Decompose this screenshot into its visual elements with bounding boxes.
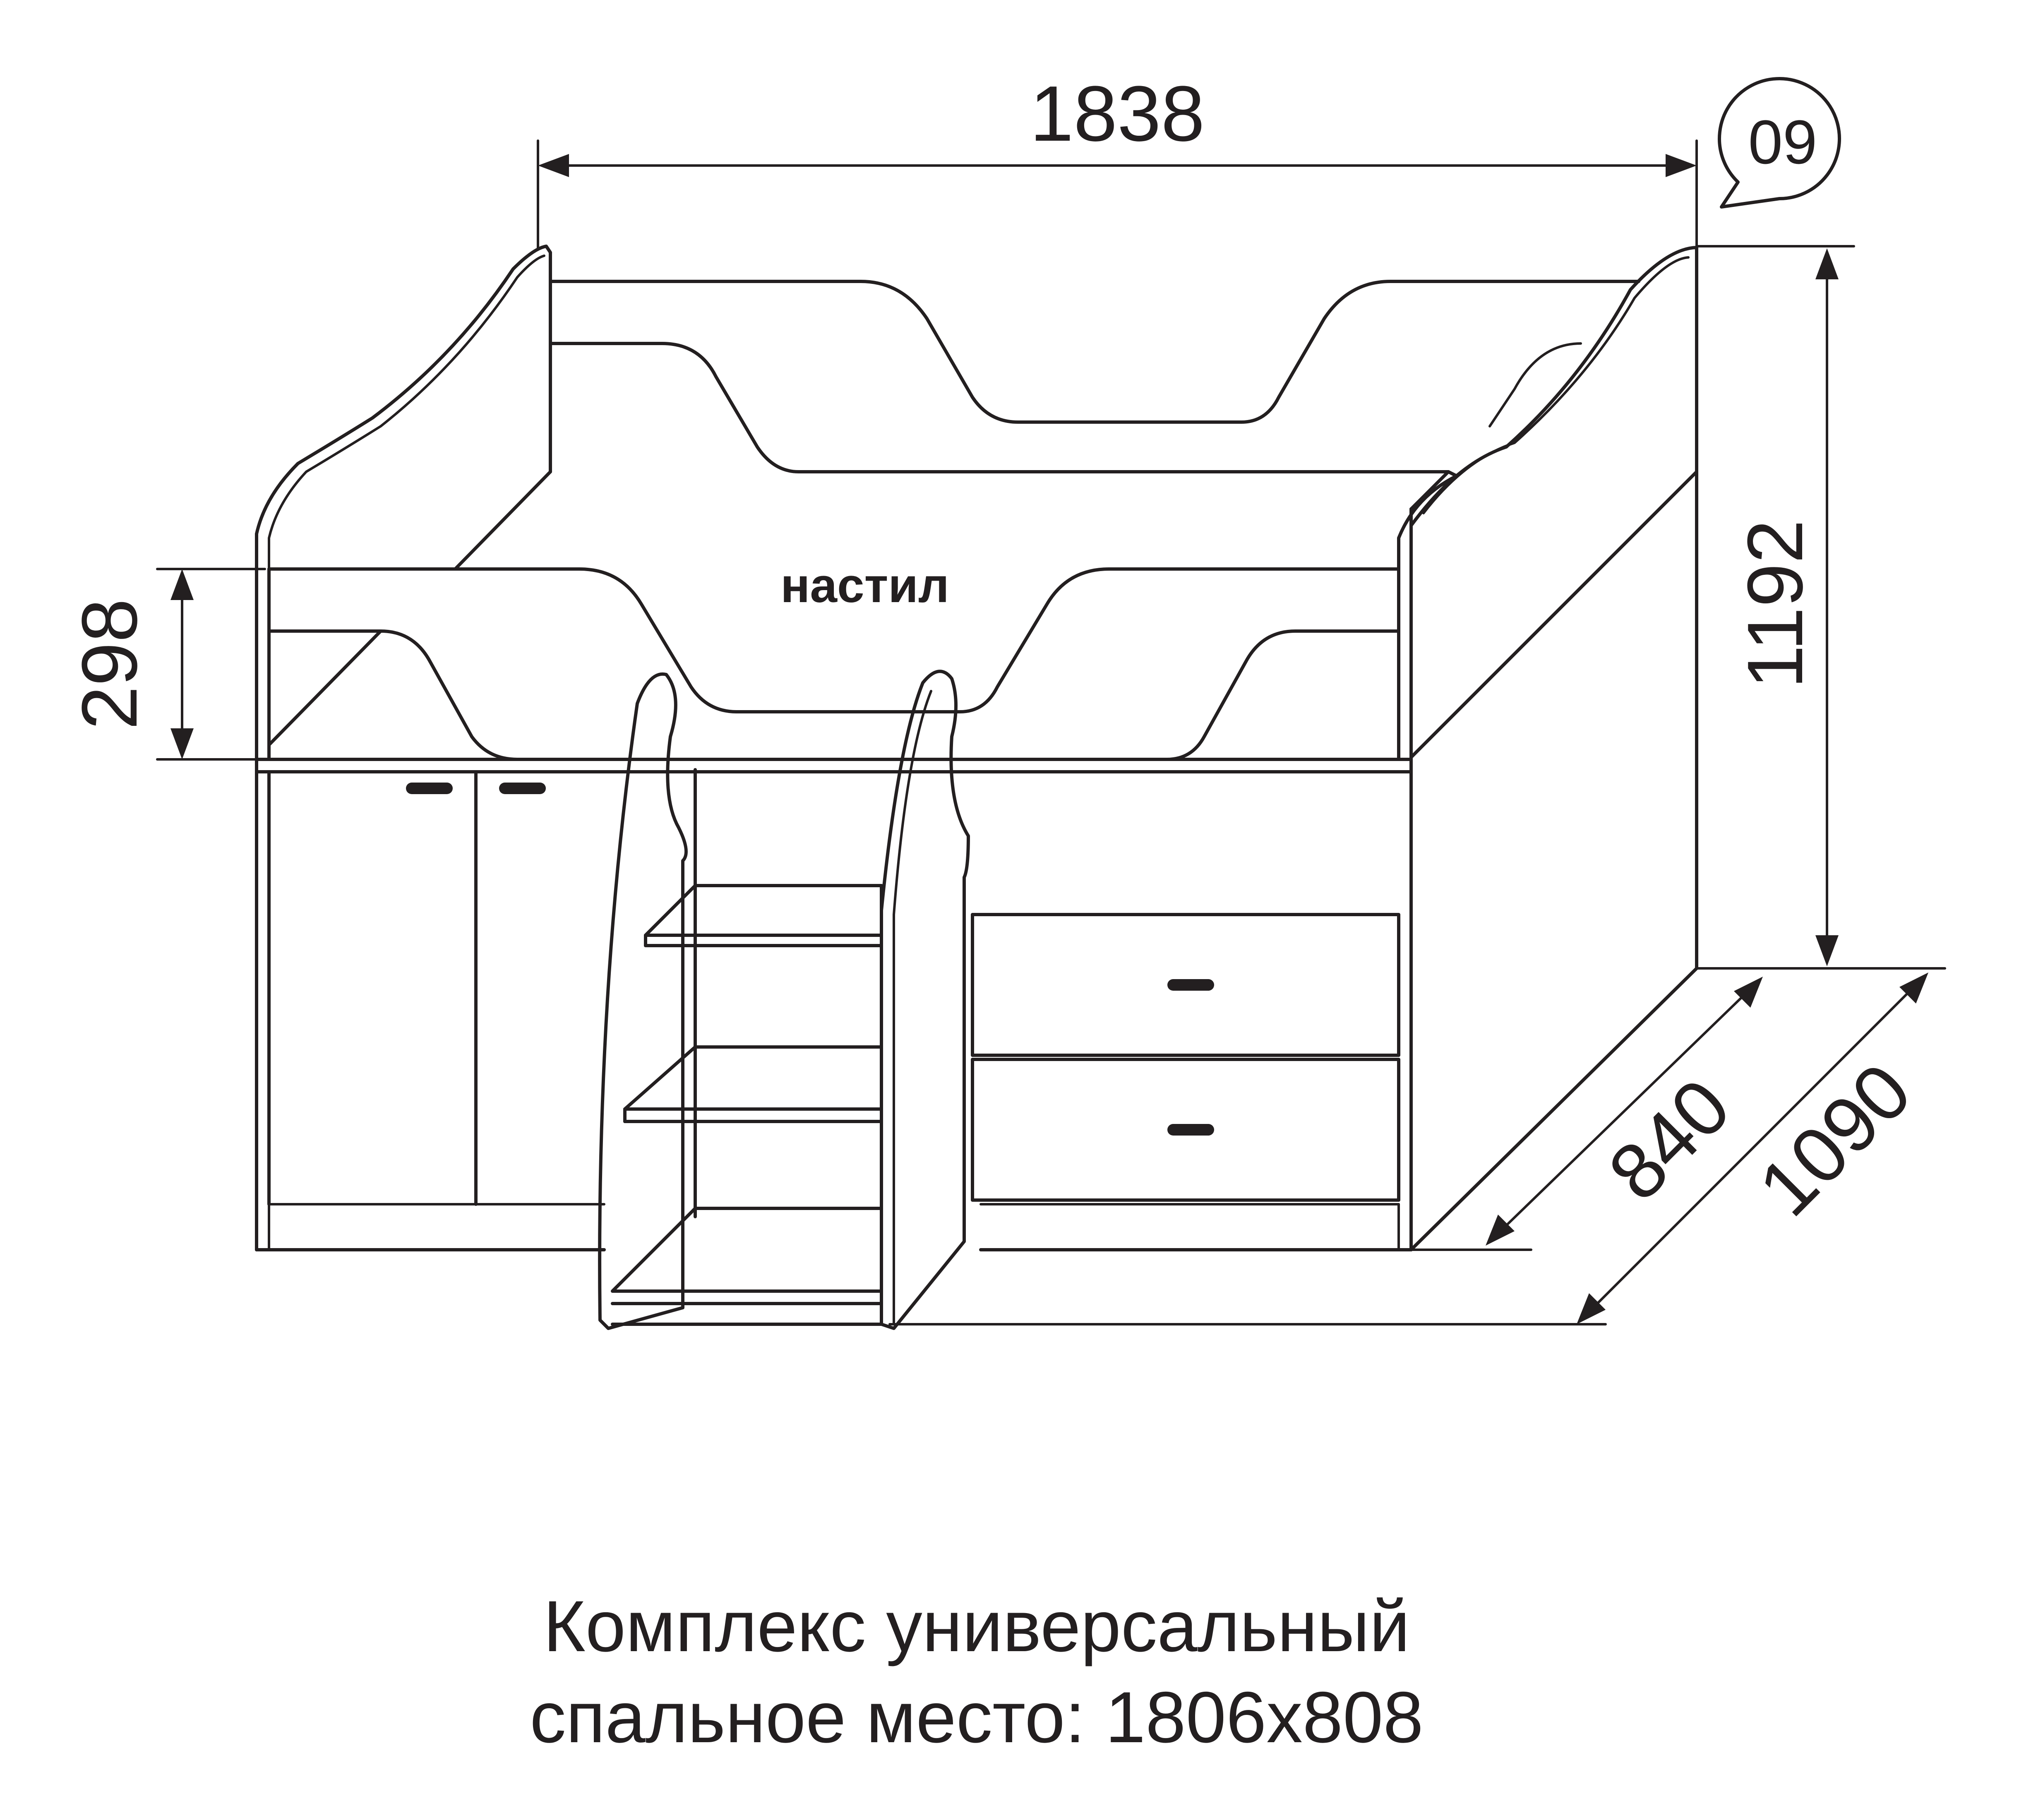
dimension-height: 1192 xyxy=(1695,245,1855,970)
cabinet-body xyxy=(255,758,1413,1251)
model-badge-number: 09 xyxy=(1748,107,1817,177)
deck: настил xyxy=(454,470,1450,613)
back-rail xyxy=(549,280,1640,473)
drawers xyxy=(971,913,1400,1202)
dimension-depth-outer-label: 1090 xyxy=(1742,1047,1928,1233)
staircase xyxy=(598,670,970,1330)
caption-line-2: спальное место: 1806х808 xyxy=(530,1677,1423,1758)
dimension-width: 1838 xyxy=(537,70,1698,250)
dimension-depth-inner: 840 xyxy=(1410,967,1781,1251)
deck-label: настил xyxy=(780,558,949,613)
caption-line-1: Комплекс универсальный xyxy=(543,1586,1410,1667)
dimension-depth-inner-label: 840 xyxy=(1592,1062,1747,1217)
dimension-depth-outer: 1090 xyxy=(888,967,1946,1325)
front-right-end xyxy=(1397,470,1458,1251)
dimension-width-label: 1838 xyxy=(1030,70,1205,158)
dimension-rail: 298 xyxy=(66,568,266,761)
dimension-rail-label: 298 xyxy=(66,598,154,730)
front-headboard xyxy=(255,245,552,761)
cabinet-doors xyxy=(267,770,546,1206)
dimension-height-label: 1192 xyxy=(1731,520,1819,689)
model-badge: 09 xyxy=(1718,77,1841,209)
